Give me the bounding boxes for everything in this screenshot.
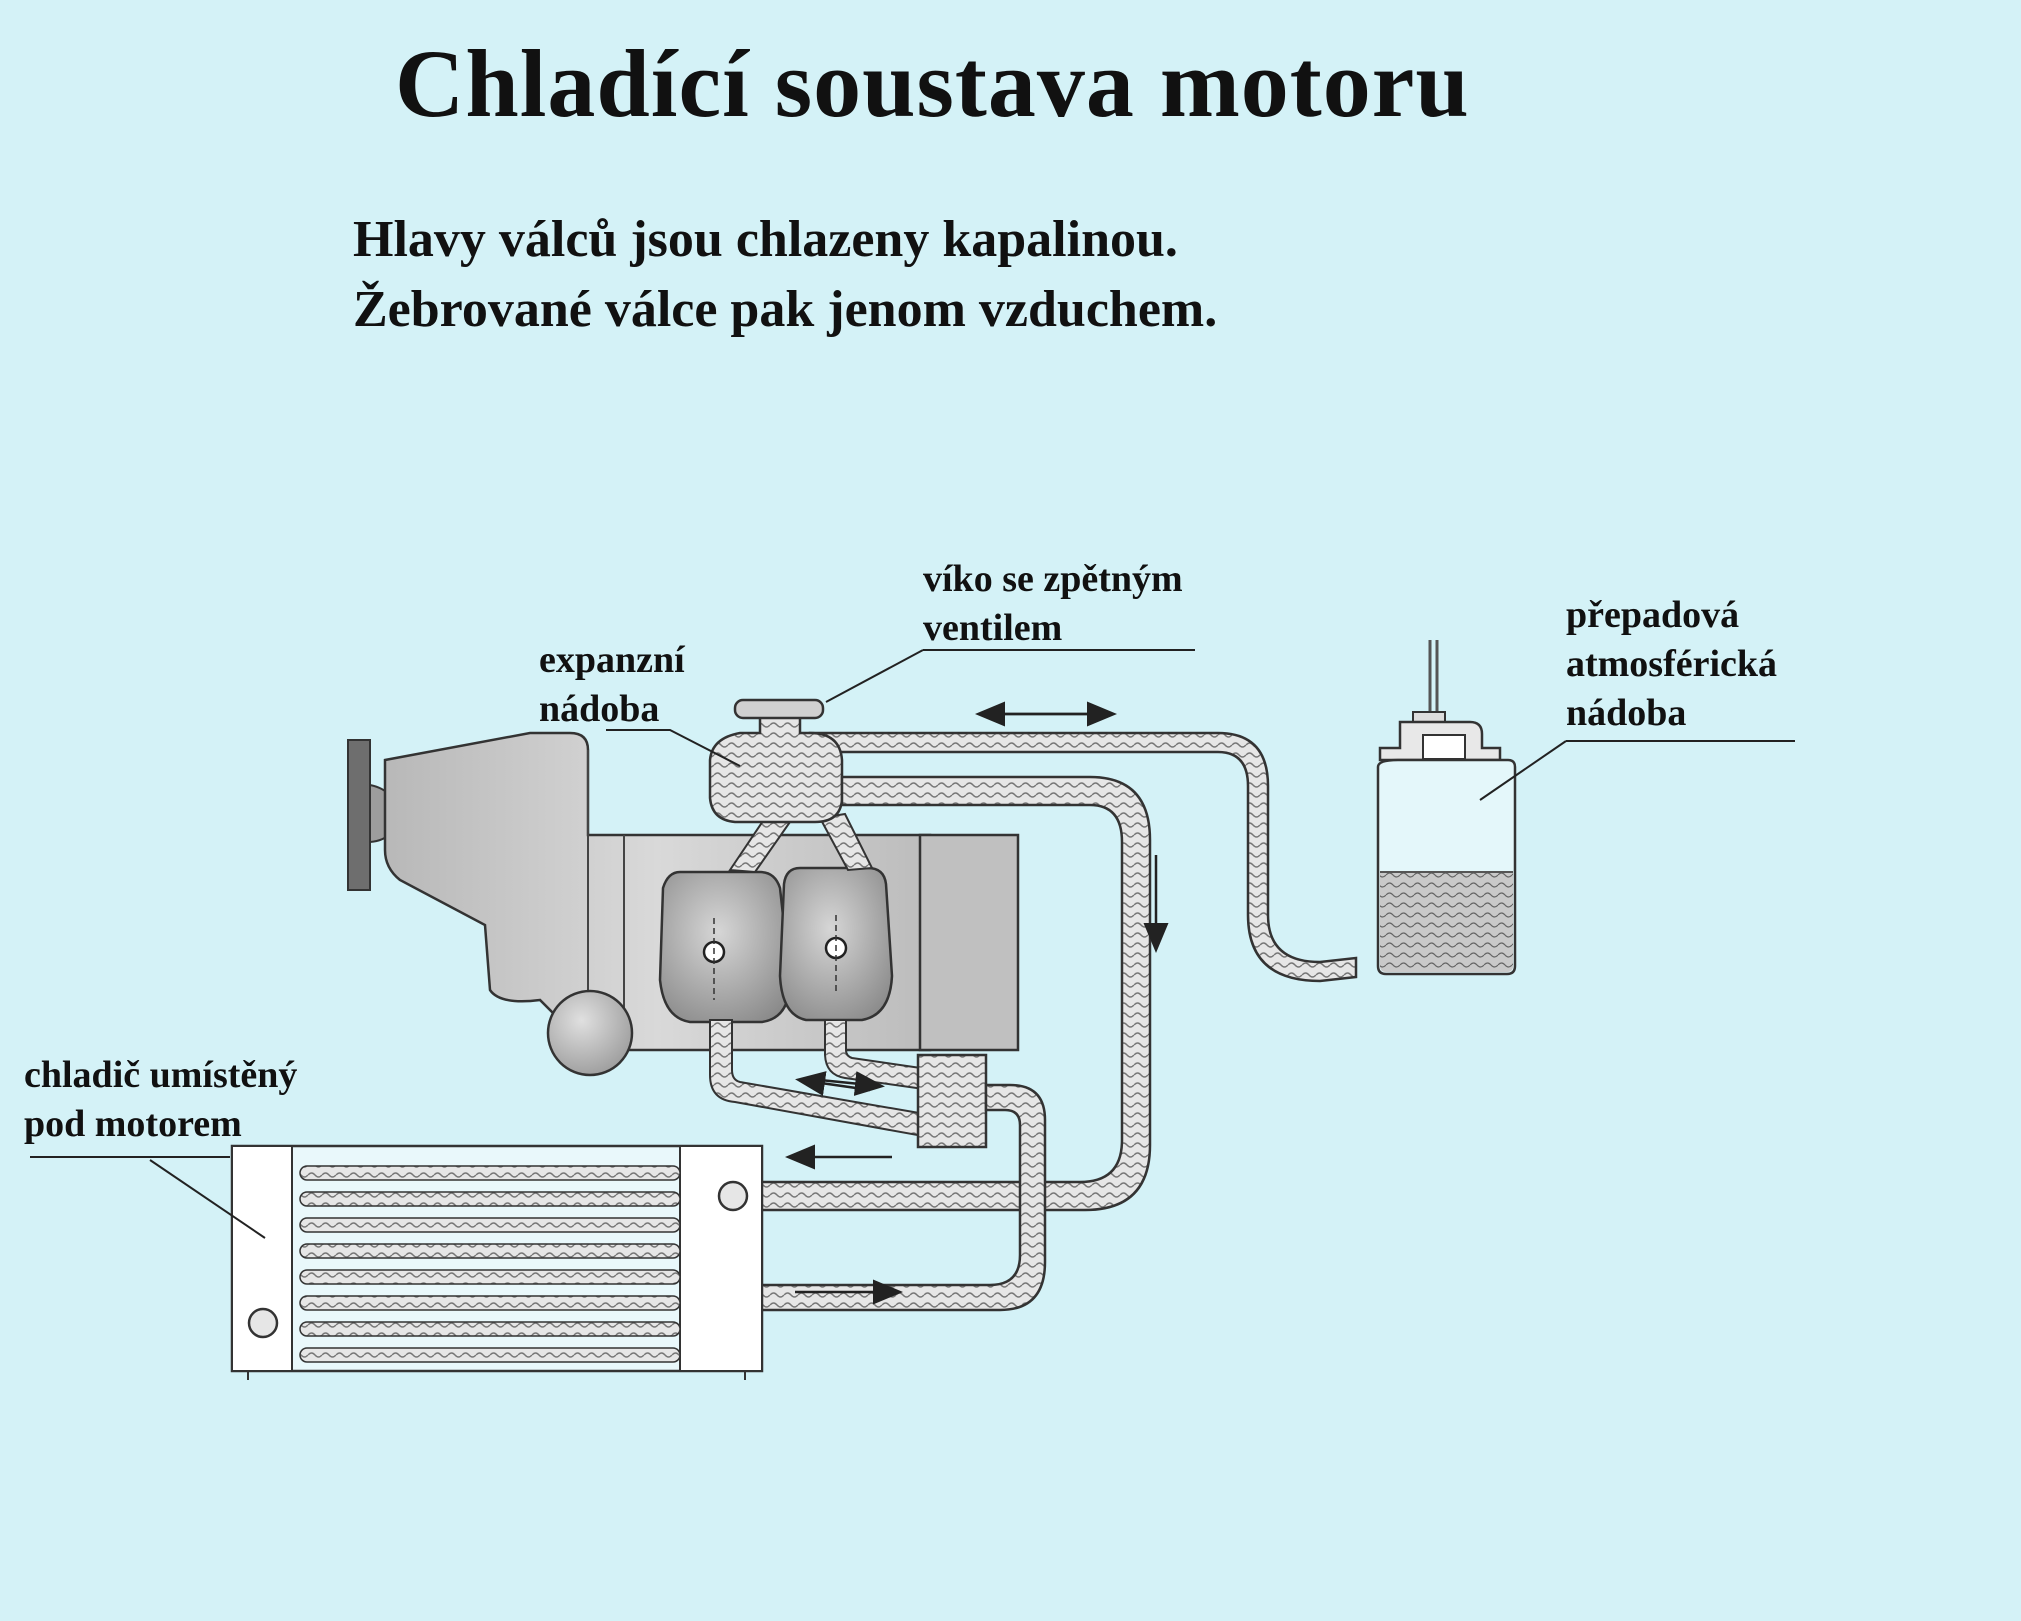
pressure-cap	[733, 698, 825, 720]
label-radiator: chladič umístěný pod motorem	[24, 1051, 297, 1149]
water-pump-housing	[916, 1053, 988, 1149]
expansion-tank	[708, 698, 844, 824]
radiator-outlet	[247, 1307, 279, 1339]
label-pressure-cap-line-1: víko se zpětným	[923, 558, 1183, 600]
cylinder-left	[658, 870, 792, 1024]
label-radiator-line-2: pod motorem	[24, 1103, 242, 1145]
expansion-tank-body	[708, 704, 844, 824]
overflow-hose	[808, 731, 1358, 983]
overflow-tank	[1376, 640, 1517, 976]
label-pressure-cap: víko se zpětným ventilem	[923, 555, 1183, 653]
radiator	[230, 1144, 764, 1380]
hot-coolant-hose	[728, 775, 1152, 1212]
label-overflow-tank-line-1: přepadová	[1566, 594, 1740, 636]
label-pressure-cap-line-2: ventilem	[923, 607, 1063, 649]
leader-expansion-tank	[606, 729, 741, 767]
label-leaders	[30, 649, 1795, 1239]
page-title: Chladící soustava motoru	[395, 30, 1470, 137]
label-overflow-tank-line-2: atmosférická	[1566, 643, 1778, 685]
flow-arrows	[785, 701, 1169, 1305]
subtitle-line-1: Hlavy válců jsou chlazeny kapalinou.	[353, 211, 1178, 268]
engine	[347, 731, 1020, 1077]
overflow-tank-coolant	[1380, 872, 1513, 972]
label-expansion-tank: expanzní nádoba	[539, 636, 685, 734]
label-expansion-tank-line-2: nádoba	[539, 688, 660, 730]
leader-overflow-tank	[1479, 740, 1795, 801]
engine-cylinder-head-side	[918, 833, 1020, 1052]
engine-flange	[347, 739, 371, 891]
subtitle-line-2: Žebrované válce pak jenom vzduchem.	[353, 281, 1218, 338]
radiator-inlet	[717, 1180, 749, 1212]
leader-cap	[825, 649, 1195, 703]
leader-radiator	[30, 1156, 266, 1239]
engine-crankcase-dome	[546, 989, 634, 1077]
label-radiator-line-1: chladič umístěný	[24, 1054, 298, 1096]
label-expansion-tank-line-1: expanzní	[539, 639, 685, 681]
label-overflow-tank: přepadová atmosférická nádoba	[1566, 591, 1777, 738]
label-overflow-tank-line-3: nádoba	[1566, 692, 1687, 734]
